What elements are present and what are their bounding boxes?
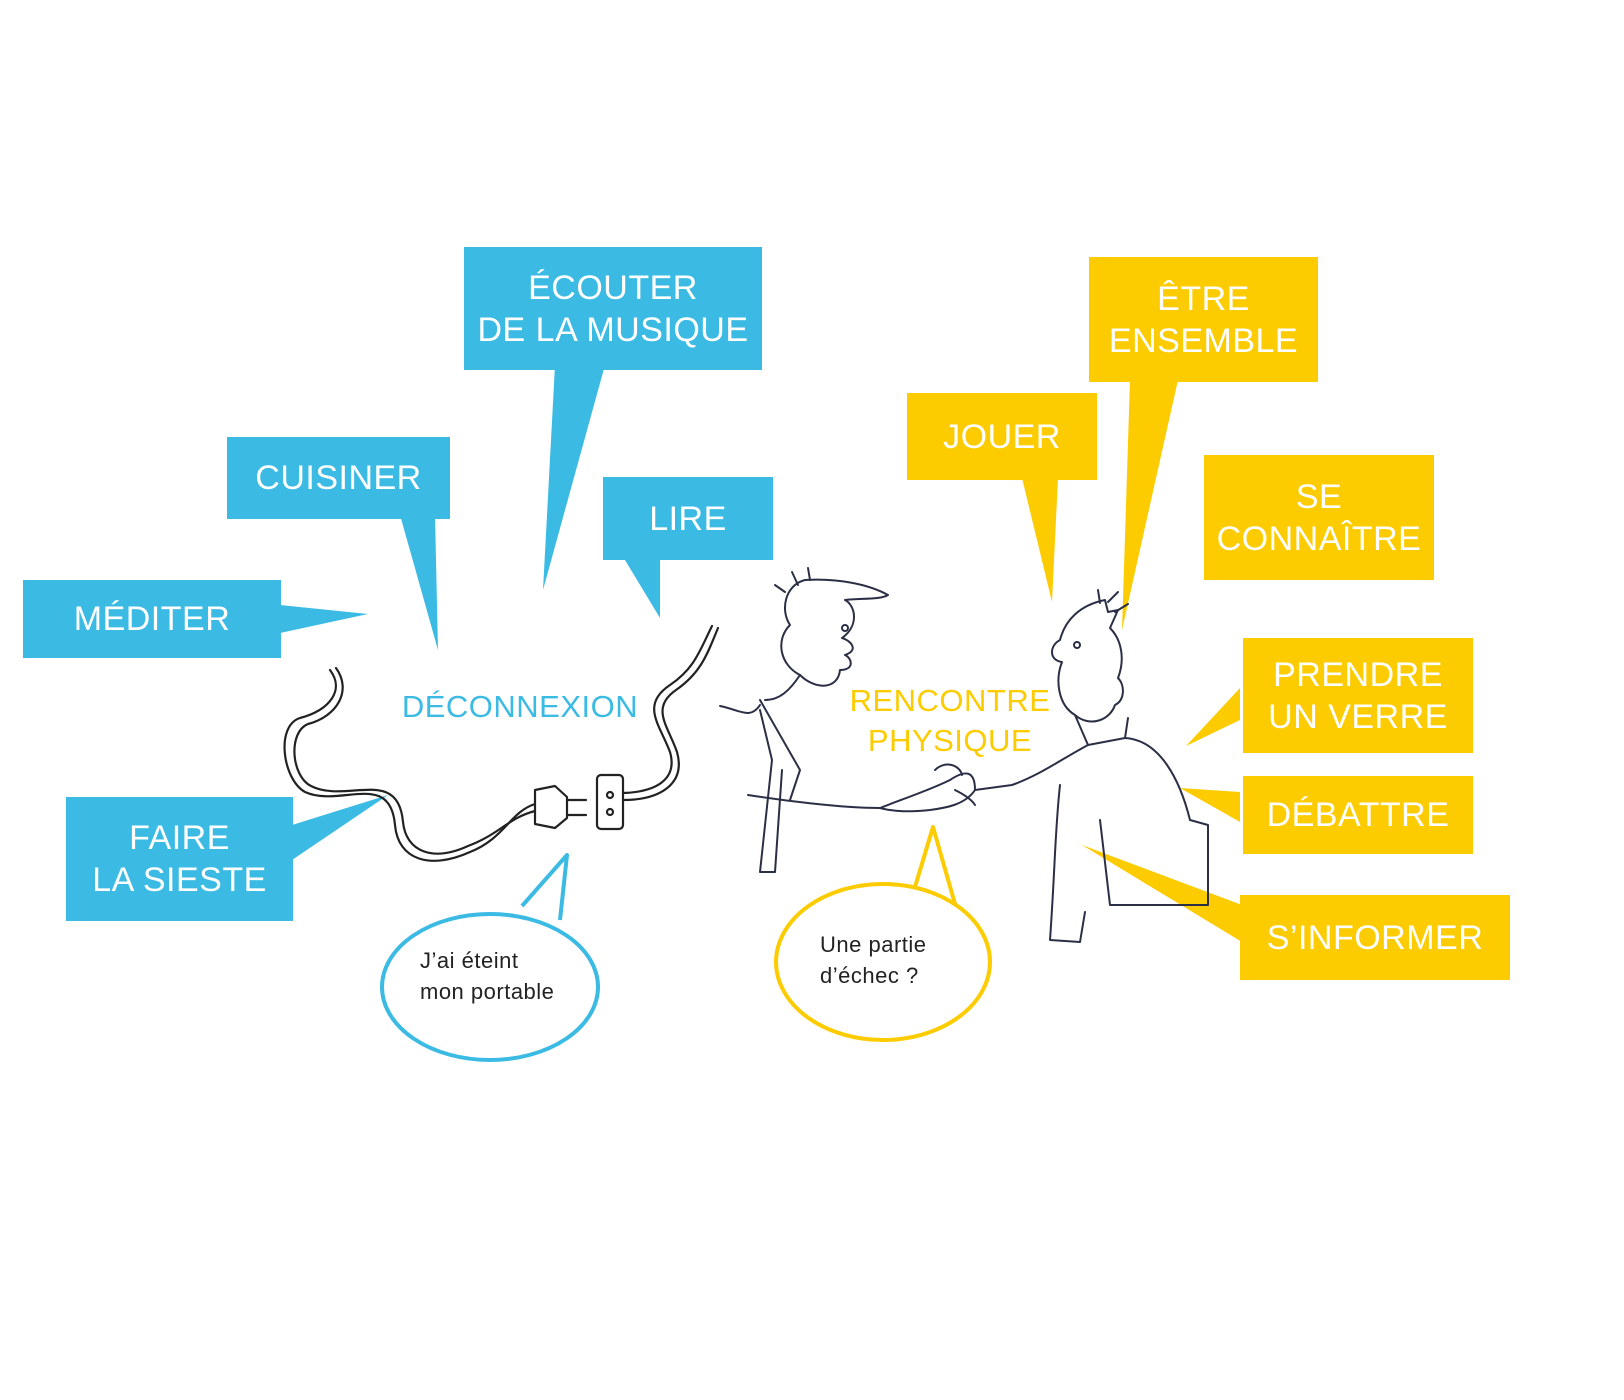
tail-mediter [280,605,368,633]
speech-tail-right [913,825,957,905]
tail-sieste [292,795,388,860]
box-faire-sieste: FAIRE LA SIESTE [66,797,293,921]
unplugged-cable-icon [283,624,720,862]
box-ecouter-musique: ÉCOUTER DE LA MUSIQUE [464,247,762,370]
box-line: ÉCOUTER [528,268,698,307]
box-line: UN VERRE [1268,697,1448,736]
label-rencontre-physique: RENCONTRE PHYSIQUE [840,681,1060,761]
speech-tail-left [520,853,569,921]
box-line: MÉDITER [73,600,231,638]
tail-jouer [1022,478,1058,602]
box-line: SE [1295,477,1343,516]
box-debattre: DÉBATTRE [1243,776,1473,854]
speech-bubble-right [774,882,992,1042]
tail-lire [625,560,660,618]
box-line: S’INFORMER [1266,918,1484,957]
box-line: PRENDRE [1273,655,1443,694]
box-etre-ensemble: ÊTRE ENSEMBLE [1089,257,1318,382]
tail-cuisiner [400,515,438,650]
speech-line: mon portable [420,979,555,1004]
box-line: JOUER [943,417,1061,456]
box-jouer: JOUER [907,393,1097,480]
box-line: ÊTRE [1157,279,1250,318]
speech-text-right: Une partie d’échec ? [820,929,970,991]
speech-text-left: J’ai éteint mon portable [420,945,590,1007]
box-line: LIRE [649,499,727,538]
label-line: PHYSIQUE [867,723,1033,758]
box-lire: LIRE [603,477,773,560]
label-deconnexion: DÉCONNEXION [401,689,639,724]
tail-informer [1082,845,1242,942]
box-line: ENSEMBLE [1108,321,1299,360]
blue-callout-tails [280,365,660,860]
tail-debattre [1180,788,1240,822]
box-s-informer: S’INFORMER [1240,895,1510,980]
speech-bubbles [380,825,992,1062]
speech-line: d’échec ? [820,963,919,988]
box-line: DE LA MUSIQUE [477,310,749,349]
tail-etre [1122,380,1178,630]
speech-line: J’ai éteint [420,948,519,973]
tail-verre [1186,688,1240,746]
label-line: RENCONTRE [849,683,1051,718]
box-line: CONNAÎTRE [1216,519,1422,558]
box-line: FAIRE [129,819,230,857]
box-line: LA SIESTE [92,861,267,899]
box-line: DÉBATTRE [1266,796,1450,834]
tail-ecouter [543,365,605,590]
box-line: CUISINER [255,459,422,497]
box-prendre-verre: PRENDRE UN VERRE [1243,638,1473,753]
box-cuisiner: CUISINER [227,437,450,519]
speech-bubble-left [380,912,600,1062]
speech-line: Une partie [820,932,927,957]
box-mediter: MÉDITER [23,580,281,658]
yellow-callout-tails [1022,380,1242,942]
box-se-connaitre: SE CONNAÎTRE [1204,455,1434,580]
handshake-people-icon [719,567,1209,943]
